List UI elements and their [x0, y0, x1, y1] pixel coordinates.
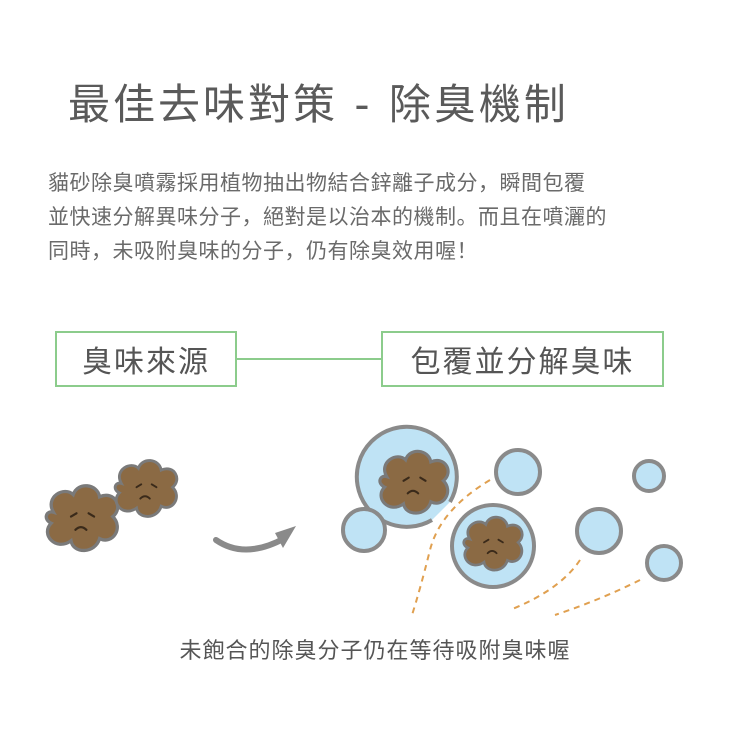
description-line-2: 並快速分解異味分子，絕對是以治本的機制。而且在噴灑的: [48, 205, 607, 229]
empty-bubble: [341, 507, 387, 553]
description: 貓砂除臭噴霧採用植物抽出物結合鋅離子成分，瞬間包覆 並快速分解異味分子，絕對是以…: [48, 166, 703, 268]
empty-bubble: [494, 448, 542, 496]
wrap-decompose-label: 包覆並分解臭味: [381, 331, 664, 387]
odor-source-label: 臭味來源: [55, 331, 237, 387]
empty-bubble: [645, 544, 683, 582]
description-line-3: 同時，未吸附臭味的分子，仍有除臭效用喔！: [48, 239, 478, 263]
description-line-1: 貓砂除臭噴霧採用植物抽出物結合鋅離子成分，瞬間包覆: [48, 171, 586, 195]
flow-connector-line: [237, 358, 381, 360]
odor-molecule-top: [113, 459, 179, 518]
empty-bubble: [575, 507, 623, 555]
deodorizing-illustration: [44, 424, 683, 616]
curved-arrow-icon: [213, 526, 296, 553]
wrapping-bubble-medium: [450, 503, 536, 589]
empty-bubble: [632, 459, 666, 493]
odor-molecule-left: [44, 484, 120, 553]
illustration-caption: 未飽合的除臭分子仍在等待吸附臭味喔: [179, 639, 571, 664]
dashed-trails: [411, 479, 641, 616]
wrapping-bubble-large: [354, 424, 459, 529]
page-title: 最佳去味對策 - 除臭機制: [68, 80, 569, 129]
